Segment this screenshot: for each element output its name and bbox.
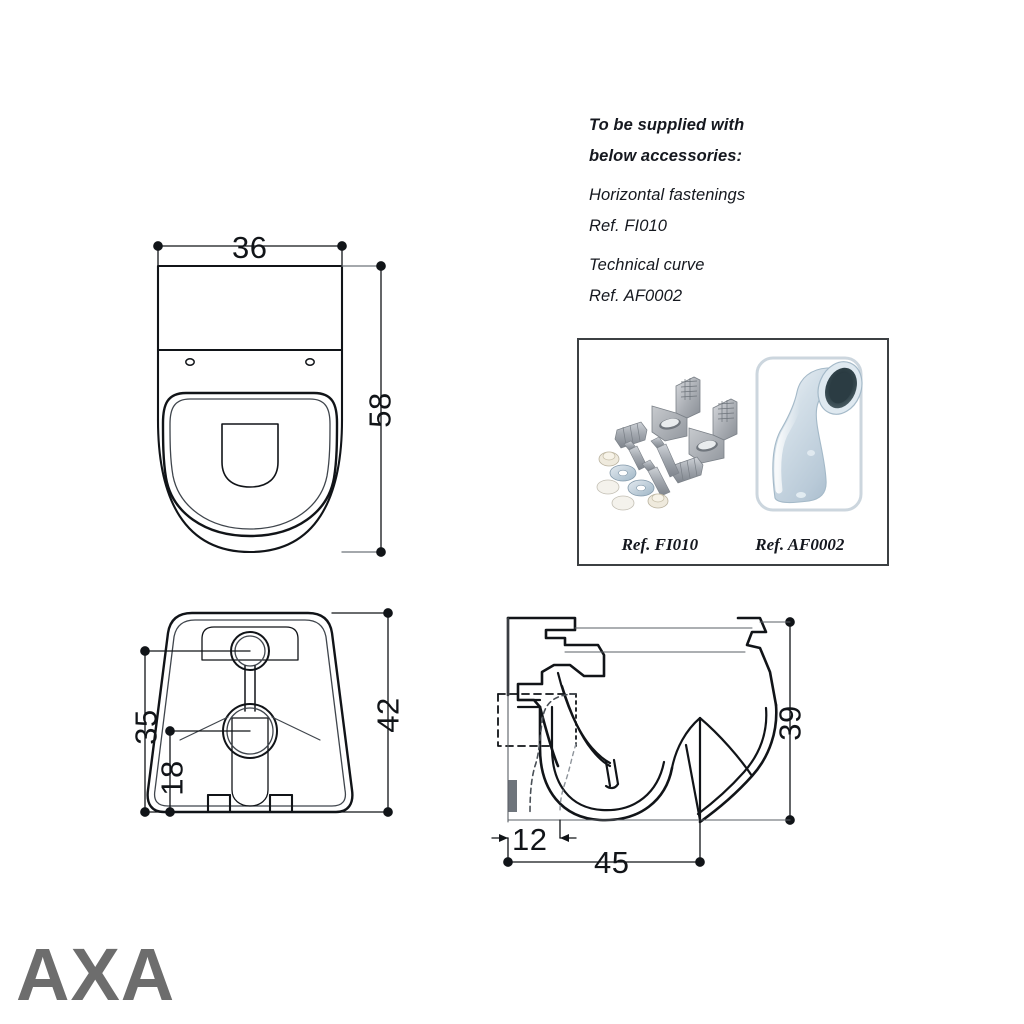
accessory-caption-af0002: Ref. AF0002 xyxy=(755,535,845,554)
dimension-label-18: 18 xyxy=(154,760,190,796)
dimension-label-36: 36 xyxy=(232,230,268,265)
note-heading-line-1: To be supplied with xyxy=(589,116,745,134)
note-item-1-ref: Ref. FI010 xyxy=(589,217,668,235)
axa-logo: AXA xyxy=(16,933,176,1016)
accessories-note-block: To be supplied with below accessories: H… xyxy=(589,110,909,312)
section-view-geometry xyxy=(497,616,778,824)
note-item-1-name: Horizontal fastenings xyxy=(589,186,746,204)
technical-curve-illustration xyxy=(755,356,863,512)
accessory-captions: Ref. FI010 Ref. AF0002 xyxy=(579,535,887,555)
dimension-label-42: 42 xyxy=(370,697,406,733)
fastening-kit-illustration xyxy=(596,376,738,511)
dimension-label-45: 45 xyxy=(594,845,630,880)
dimension-label-58: 58 xyxy=(362,392,398,428)
note-item-2-ref: Ref. AF0002 xyxy=(589,287,683,305)
plan-view-geometry xyxy=(156,264,344,554)
dimension-label-39: 39 xyxy=(772,705,808,741)
plan-view-dimensions xyxy=(153,241,386,557)
accessory-caption-fi010: Ref. FI010 xyxy=(621,535,699,554)
dimension-label-12: 12 xyxy=(512,822,548,857)
dimension-label-35: 35 xyxy=(128,709,164,745)
accessory-illustration xyxy=(596,356,863,512)
accessory-image-box: Ref. FI010 Ref. AF0002 xyxy=(577,338,889,566)
note-item-2-name: Technical curve xyxy=(589,256,705,274)
note-heading-line-2: below accessories: xyxy=(589,147,743,165)
